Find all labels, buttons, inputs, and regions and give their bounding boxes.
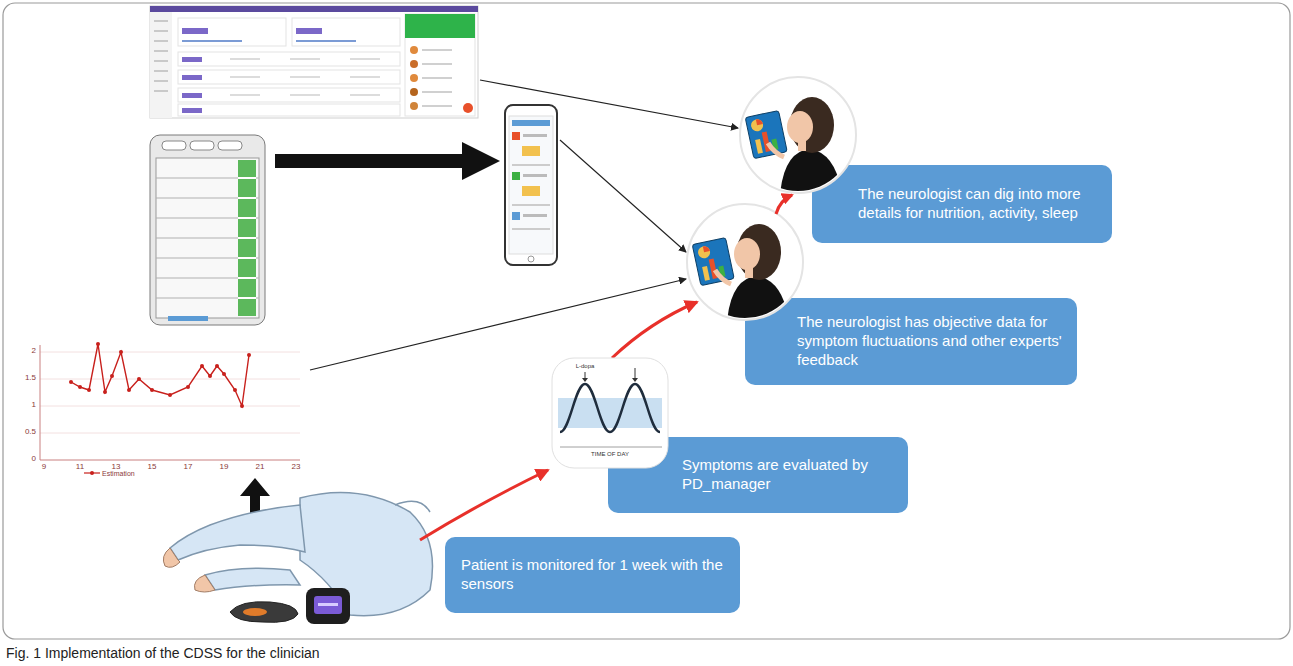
axis-tick: 23 [292,463,301,471]
smart-wristband [306,588,350,624]
callout-box: The neurologist has objective data for s… [745,298,1077,385]
axis-tick: 21 [256,463,265,471]
axis-tick: 9 [42,463,46,471]
callout-text: The neurologist can dig into more detail… [858,185,1100,223]
axis-tick: 2 [32,347,36,355]
axis-tick: 11 [76,463,84,471]
figure-frame [3,3,1290,639]
flow-arrow [420,470,548,540]
smart-pillbox [150,135,265,325]
callout-box: Symptoms are evaluated by PD_manager [608,437,908,513]
flow-arrow [612,302,697,358]
leader-arrow [310,279,686,370]
callout-text: The neurologist has objective data for s… [797,313,1065,369]
leader-arrow [480,80,738,128]
sensor-insole [230,602,298,623]
axis-tick: 17 [184,463,193,471]
dashboard-screenshot [150,6,478,118]
block-arrow [240,478,270,522]
callout-text: Patient is monitored for 1 week with the… [461,556,728,594]
symptom-chart [40,342,300,460]
figure-caption: Fig. 1 Implementation of the CDSS for th… [6,645,320,661]
legend-text: Estimation [102,470,135,477]
patient-illustration [163,492,465,632]
dose-label: L-dopa [576,363,595,369]
axis-tick: 1 [32,401,36,409]
callout-box: The neurologist can dig into more detail… [812,165,1112,243]
axis-tick: 19 [220,463,229,471]
callout-box: Patient is monitored for 1 week with the… [445,537,740,613]
legend-sample [84,469,100,477]
axis-title: TIME OF DAY [591,451,629,457]
callout-text: Symptoms are evaluated by PD_manager [682,456,896,494]
axis-tick: 0.5 [25,428,36,436]
axis-tick: 15 [148,463,157,471]
axis-tick: 1.5 [25,374,36,382]
block-arrow [275,142,500,180]
legend-item: Estimation [84,469,135,477]
smartphone [505,105,557,265]
leader-arrow [560,140,686,252]
axis-tick: 0 [32,455,36,463]
flow-arrow [776,195,792,214]
